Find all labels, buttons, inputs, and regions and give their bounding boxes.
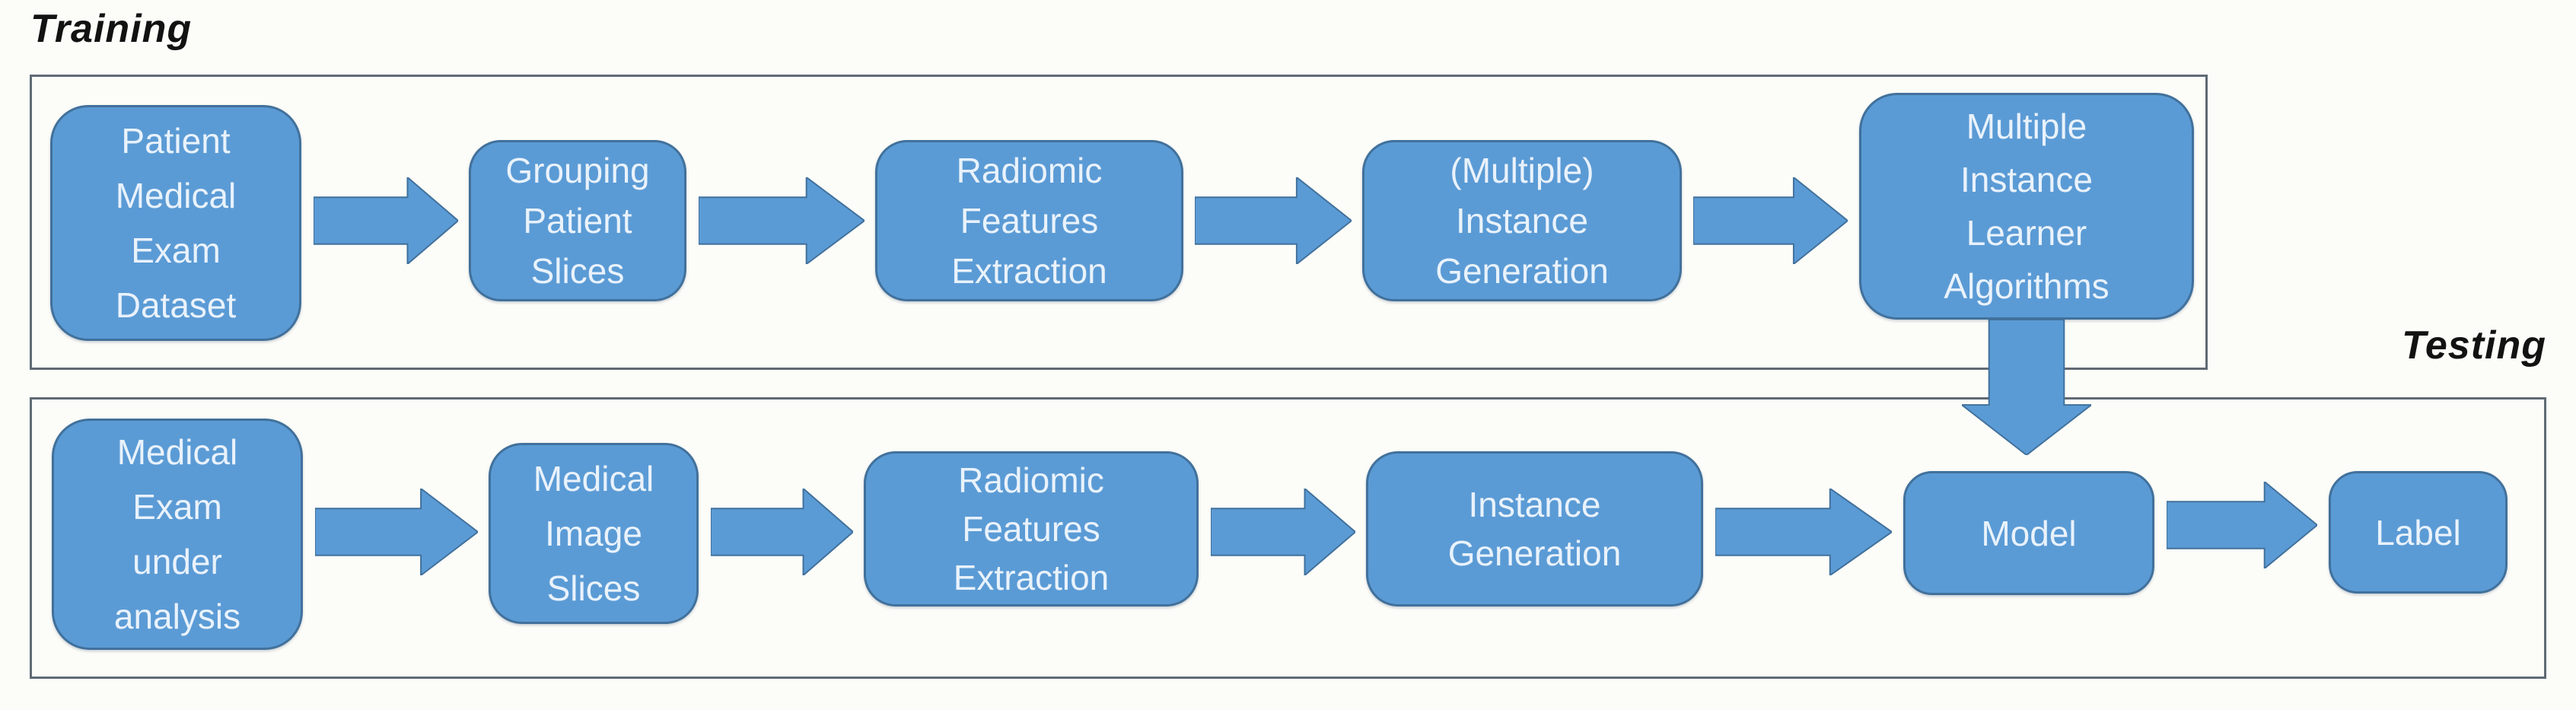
testing-phase-title: Testing bbox=[2402, 323, 2546, 368]
node-multiple-instance-generation: (Multiple) Instance Generation bbox=[1362, 140, 1682, 301]
arrow-instance-to-model-icon bbox=[1715, 489, 1892, 575]
arrow-slices-to-radiomic-icon bbox=[711, 489, 853, 575]
node-model: Model bbox=[1903, 471, 2154, 595]
arrow-instancegen-to-learner-icon bbox=[1693, 177, 1848, 264]
node-radiomic-features-extraction-testing: Radiomic Features Extraction bbox=[864, 451, 1199, 607]
arrow-grouping-to-radiomic-icon bbox=[699, 177, 865, 264]
arrow-dataset-to-grouping-icon bbox=[314, 177, 458, 264]
arrow-radiomic-to-instance-icon bbox=[1211, 489, 1355, 575]
node-instance-generation: Instance Generation bbox=[1366, 451, 1703, 607]
arrow-model-to-label-icon bbox=[2167, 482, 2317, 568]
arrow-learner-to-model-icon bbox=[1962, 320, 2091, 455]
node-multiple-instance-learner-algorithms: Multiple Instance Learner Algorithms bbox=[1859, 93, 2194, 320]
arrow-exam-to-slices-icon bbox=[315, 489, 478, 575]
node-grouping-patient-slices: Grouping Patient Slices bbox=[469, 140, 686, 301]
node-label: Label bbox=[2329, 471, 2508, 594]
node-radiomic-features-extraction-training: Radiomic Features Extraction bbox=[875, 140, 1183, 301]
training-phase-title: Training bbox=[30, 7, 193, 51]
testing-container bbox=[30, 397, 2546, 679]
training-container bbox=[30, 75, 2208, 370]
node-medical-exam-under-analysis: Medical Exam under analysis bbox=[52, 419, 303, 650]
node-medical-image-slices: Medical Image Slices bbox=[489, 443, 699, 624]
arrow-radiomic-to-instancegen-icon bbox=[1195, 177, 1352, 264]
node-patient-medical-exam-dataset: Patient Medical Exam Dataset bbox=[50, 105, 301, 341]
